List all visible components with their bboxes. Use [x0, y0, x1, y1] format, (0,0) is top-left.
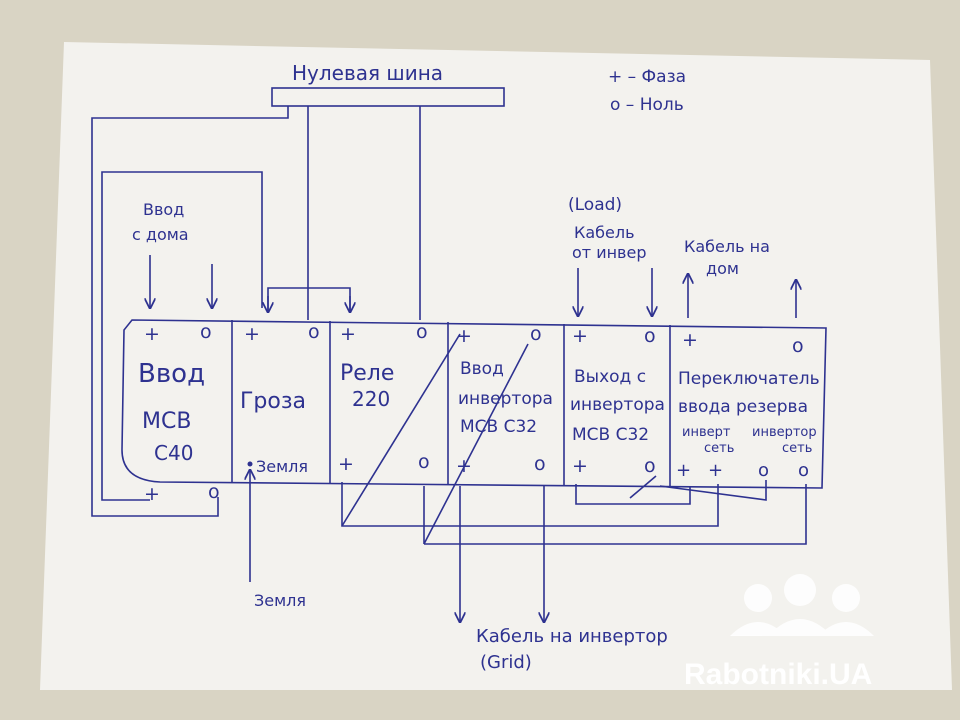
bottom-inverter-cable-label: Кабель на инвертор — [476, 626, 668, 647]
perekl-grid-phase-bottom: + — [708, 460, 723, 481]
legend-neutral: o – Ноль — [610, 95, 684, 115]
vvod-neutral-bottom: o — [208, 481, 220, 503]
watermark-workers-icon — [730, 574, 874, 636]
groza-phase-top: + — [244, 323, 260, 345]
paper-sheet — [40, 42, 952, 690]
inverter-cable-label-2: от инвер — [572, 243, 646, 262]
house-cable-label-2: дом — [706, 259, 739, 278]
perekl-label-grid-1: сеть — [704, 441, 734, 456]
rele-phase-bottom: + — [338, 453, 354, 475]
rele-neutral-bottom: o — [418, 451, 430, 473]
vvod-inv-neutral-bottom: o — [534, 453, 546, 475]
vvod-title: Ввод — [138, 359, 205, 389]
perekl-inv-phase-bottom: + — [676, 460, 691, 481]
perekl-inv-neutral-bottom: o — [758, 460, 769, 481]
perekl-neutral-top: o — [792, 335, 804, 357]
vvod-inv-title: Ввод — [460, 359, 504, 379]
bottom-wiring — [341, 333, 807, 545]
vvod-phase-top: + — [144, 323, 160, 345]
vyhod-phase-top: + — [572, 325, 588, 347]
vyhod-neutral-bottom: o — [644, 455, 656, 477]
vvod-phase-bottom: + — [144, 483, 160, 505]
perekl-subtitle: ввода резерва — [678, 397, 808, 417]
vvod-neutral-top: o — [200, 321, 212, 343]
vyhod-phase-bottom: + — [572, 455, 588, 477]
vvod-type: MCB — [142, 409, 191, 434]
rele-title: Реле — [340, 361, 394, 386]
perekl-label-grid-2: сеть — [782, 441, 812, 456]
perekl-label-inverter-1: инверт — [682, 425, 731, 440]
vyhod-rating: MCB C32 — [572, 425, 649, 445]
earth-cable-label: Земля — [254, 591, 306, 610]
perekl-phase-top: + — [682, 329, 698, 351]
vyhod-subtitle: инвертора — [570, 395, 665, 415]
perekl-label-inverter-2: инвертор — [752, 425, 817, 440]
perekl-grid-neutral-bottom: o — [798, 460, 809, 481]
vvod-rating: C40 — [154, 441, 193, 465]
module-strip — [121, 319, 827, 489]
house-cable-label-1: Кабель на — [684, 237, 770, 256]
legend-phase: + – Фаза — [608, 67, 686, 87]
perekl-title: Переключатель — [678, 369, 820, 389]
home-input-wire — [101, 171, 263, 501]
neutral-bus — [91, 87, 505, 517]
earth-terminal-dot — [247, 461, 253, 467]
groza-neutral-top: o — [308, 321, 320, 343]
inverter-cable-label-1: Кабель — [574, 223, 635, 242]
rele-neutral-top: o — [416, 321, 428, 343]
vvod-inv-subtitle: инвертора — [458, 389, 553, 409]
vvod-inv-phase-top: + — [456, 325, 472, 347]
rele-voltage: 220 — [352, 387, 390, 411]
vvod-inv-rating: MCB C32 — [460, 417, 537, 437]
rele-phase-top: + — [340, 323, 356, 345]
earth-terminal-label: Земля — [256, 457, 308, 476]
groza-title: Гроза — [240, 389, 306, 414]
watermark-text: Rabotniki.UA — [684, 658, 872, 691]
vyhod-title: Выход с — [574, 367, 646, 387]
home-input-label-1: Ввод — [143, 200, 184, 219]
vvod-inv-neutral-top: o — [530, 323, 542, 345]
neutral-bus-label: Нулевая шина — [292, 61, 443, 85]
home-input-label-2: с дома — [132, 225, 189, 244]
grid-label: (Grid) — [480, 652, 532, 673]
load-label: (Load) — [568, 195, 622, 215]
vyhod-neutral-top: o — [644, 325, 656, 347]
